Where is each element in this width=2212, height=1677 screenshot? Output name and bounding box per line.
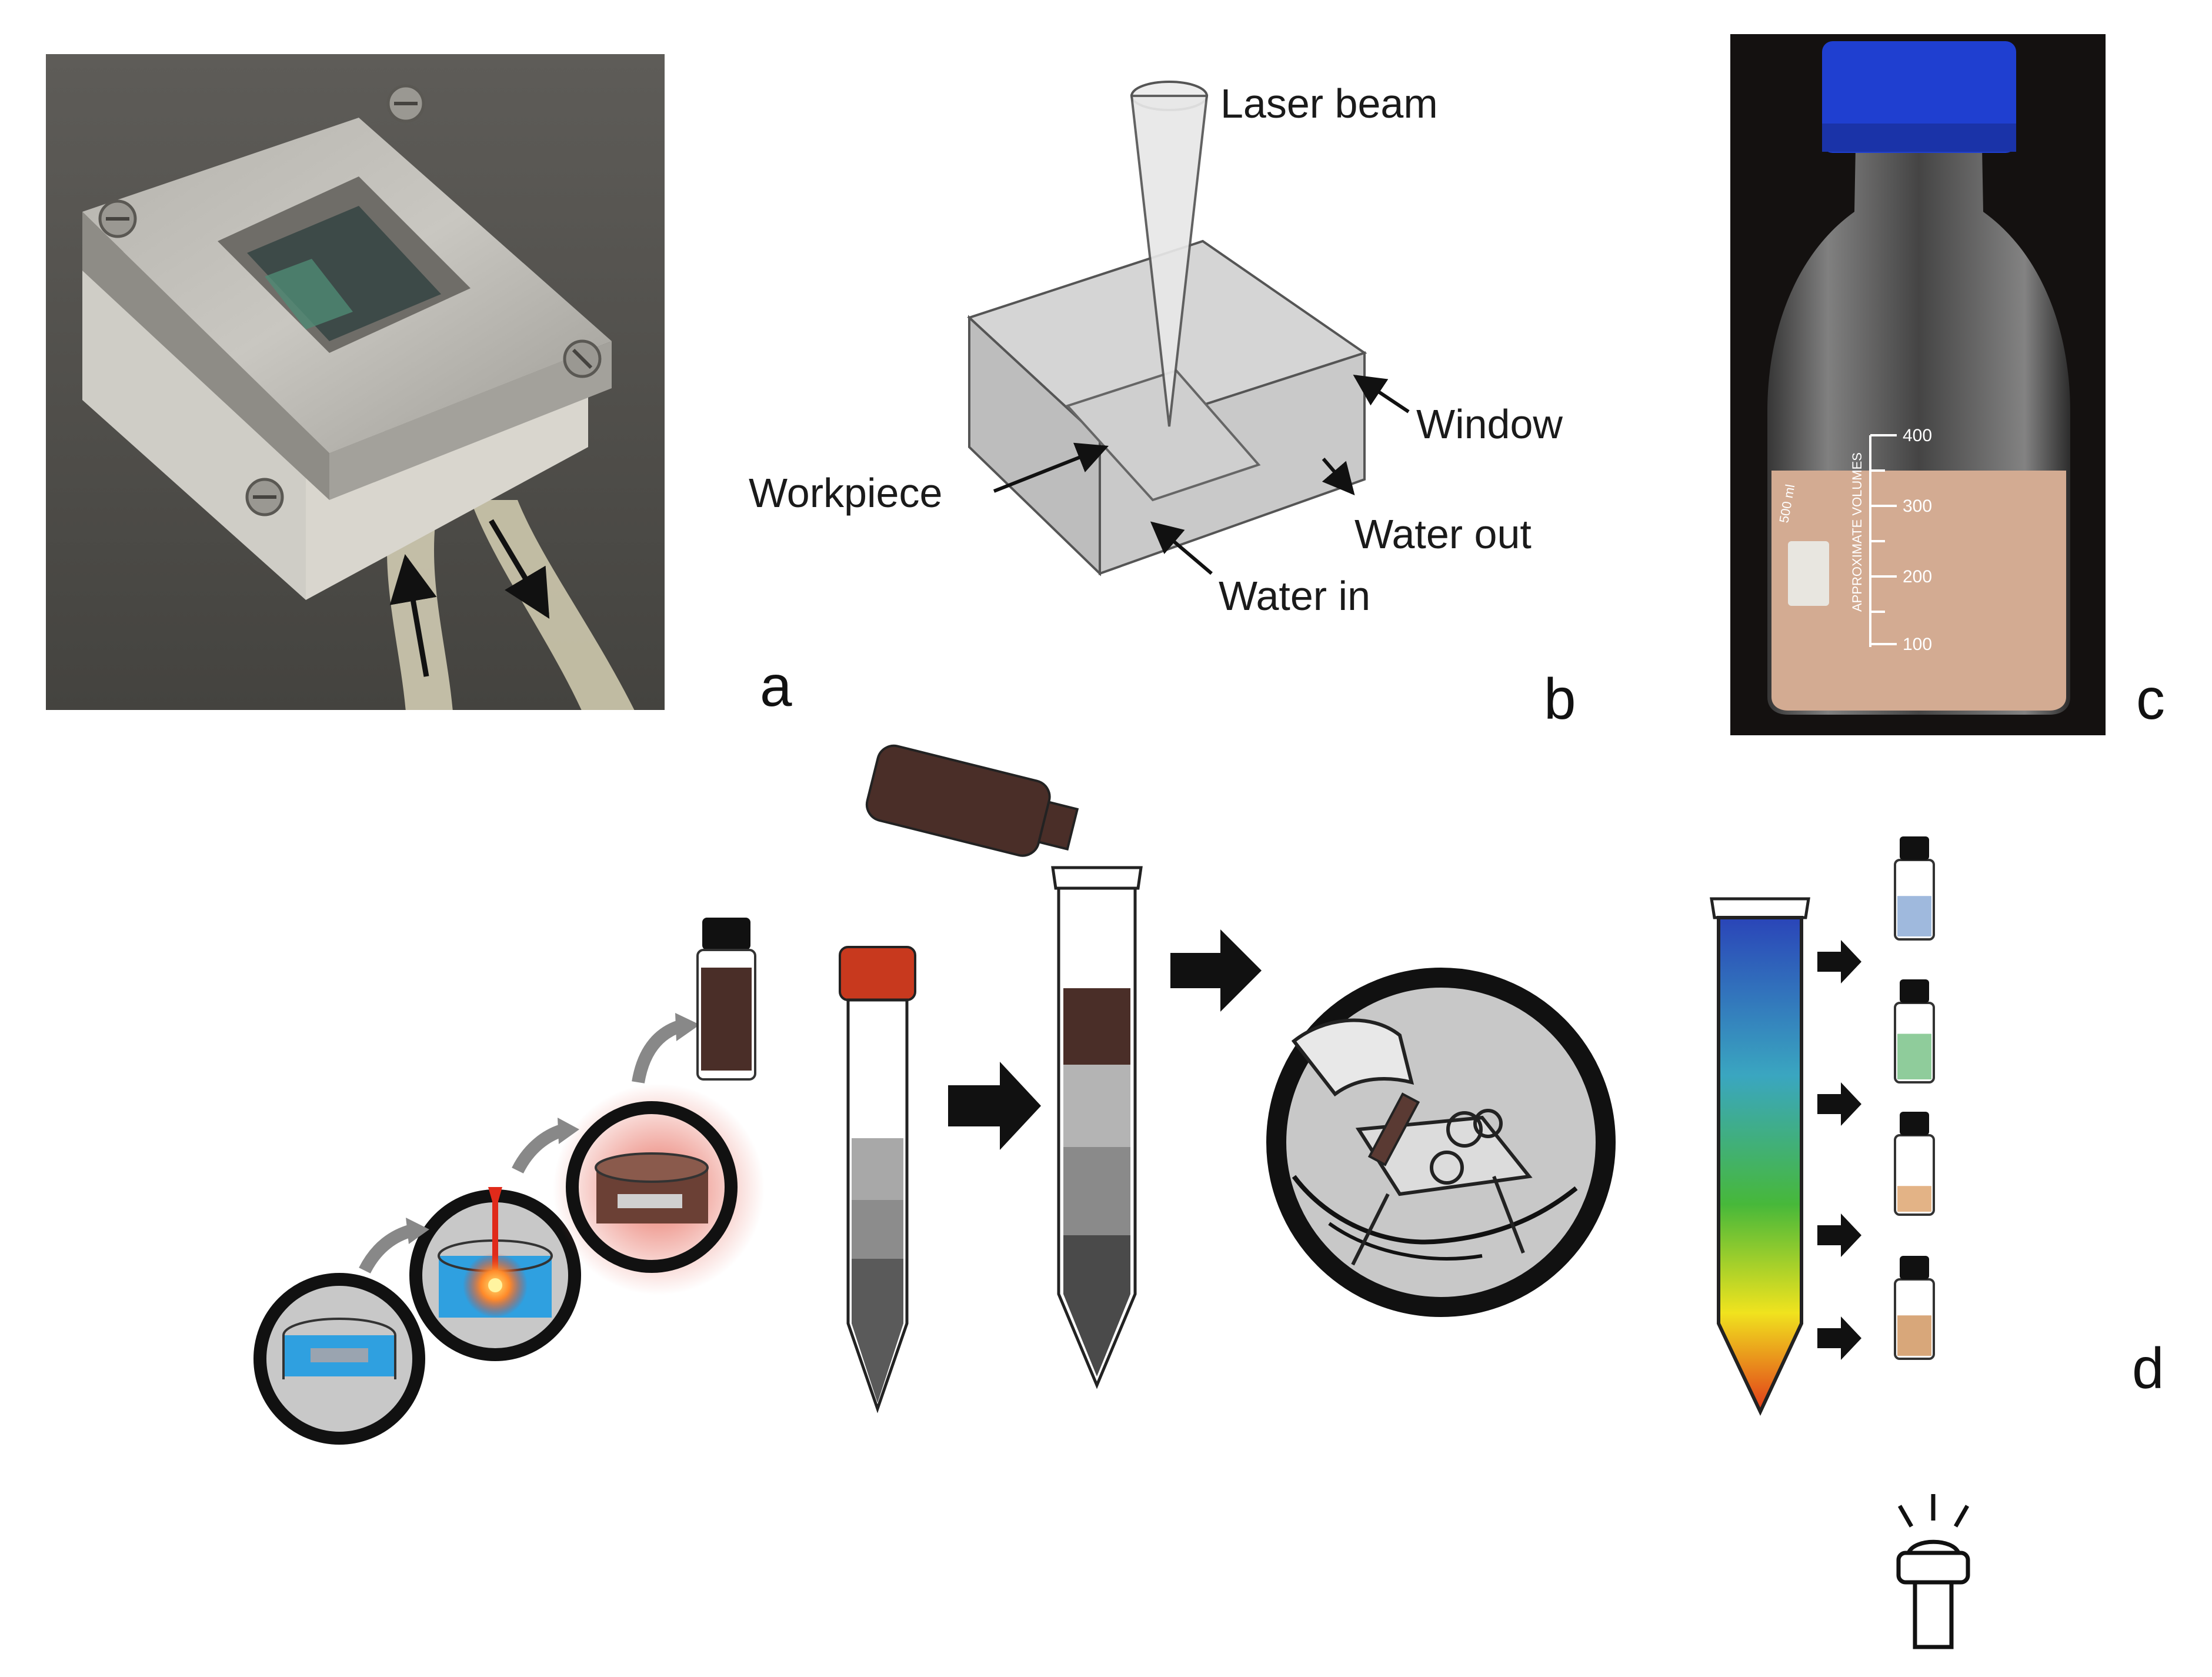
workpiece-pointer-arrow — [993, 442, 1109, 493]
panel-letter-d: d — [2132, 1336, 2164, 1401]
water-in-pointer-arrow — [1150, 521, 1213, 575]
panel-b-schematic: Laser beam Window Workpiece Water out Wa… — [749, 81, 1563, 619]
centrifuge-tube-1 — [839, 946, 916, 1413]
laser-beam-cone — [1130, 95, 1209, 427]
hand-icon — [1291, 1018, 1414, 1097]
pouring-bottle — [865, 744, 1079, 857]
metal-lid-side-right — [329, 341, 612, 500]
flow-arrow-right-2 — [1170, 929, 1262, 1012]
centrifuge-tube-2 — [1051, 866, 1143, 1389]
bottle-label-patch — [1788, 541, 1829, 606]
step-3-colloid — [553, 1083, 765, 1295]
scale-300: 300 — [1903, 496, 1932, 516]
fraction-vials — [1894, 836, 1935, 1360]
screw-icons — [98, 84, 602, 516]
label-window: Window — [1416, 401, 1563, 447]
fraction-vial-1 — [1894, 836, 1935, 941]
base-plate-side-left — [82, 265, 306, 600]
fraction-arrows — [1817, 940, 1861, 1360]
progress-arrow-1 — [359, 1224, 414, 1274]
label-water-out: Water out — [1354, 511, 1532, 557]
graduation-scale — [1869, 434, 1897, 647]
water-out-pointer-arrow — [1322, 458, 1355, 496]
window-pointer-arrow — [1353, 375, 1410, 414]
metal-lid-side-left — [82, 212, 329, 500]
label-laser-beam: Laser beam — [1220, 81, 1438, 126]
flow-out-arrow — [489, 519, 550, 619]
scale-200: 200 — [1903, 567, 1932, 586]
label-workpiece: Workpiece — [749, 470, 942, 516]
panel-letter-b: b — [1544, 666, 1576, 731]
progress-arrow-2 — [512, 1124, 564, 1174]
label-water-in: Water in — [1219, 573, 1370, 619]
progress-arrow-3 — [632, 1020, 682, 1084]
window-glass — [247, 206, 441, 341]
panel-letter-c: c — [2136, 666, 2165, 731]
flashlight-icon — [1896, 1494, 1970, 1649]
panel-letter-a: a — [760, 654, 792, 718]
suspension-vial — [696, 918, 756, 1081]
workpiece-visible — [265, 259, 353, 329]
flow-arrow-right-1 — [948, 1062, 1041, 1150]
fraction-vial-4 — [1894, 1256, 1935, 1360]
step-1-dish — [253, 1273, 425, 1445]
fraction-vial-2 — [1894, 979, 1935, 1083]
flow-in-arrow — [389, 554, 437, 677]
fraction-vial-3 — [1894, 1112, 1935, 1216]
bottle-liquid — [1771, 471, 2066, 711]
density-gradient-tube — [1710, 897, 1810, 1416]
bottle-cap-ring — [1822, 124, 2016, 152]
approximate-volumes-caption: APPROXIMATE VOLUMES — [1850, 452, 1864, 612]
panel-a-photo — [46, 54, 665, 710]
panel-d-workflow — [253, 744, 1970, 1649]
scale-100: 100 — [1903, 635, 1932, 654]
panel-c-photo: 400 300 200 100 500 ml APPROXIMATE VOLUM… — [1730, 34, 2106, 735]
scale-400: 400 — [1903, 426, 1932, 445]
centrifuge-illustration — [1266, 968, 1616, 1317]
step-2-ablation — [409, 1187, 581, 1361]
workpiece-plate — [1065, 369, 1261, 502]
